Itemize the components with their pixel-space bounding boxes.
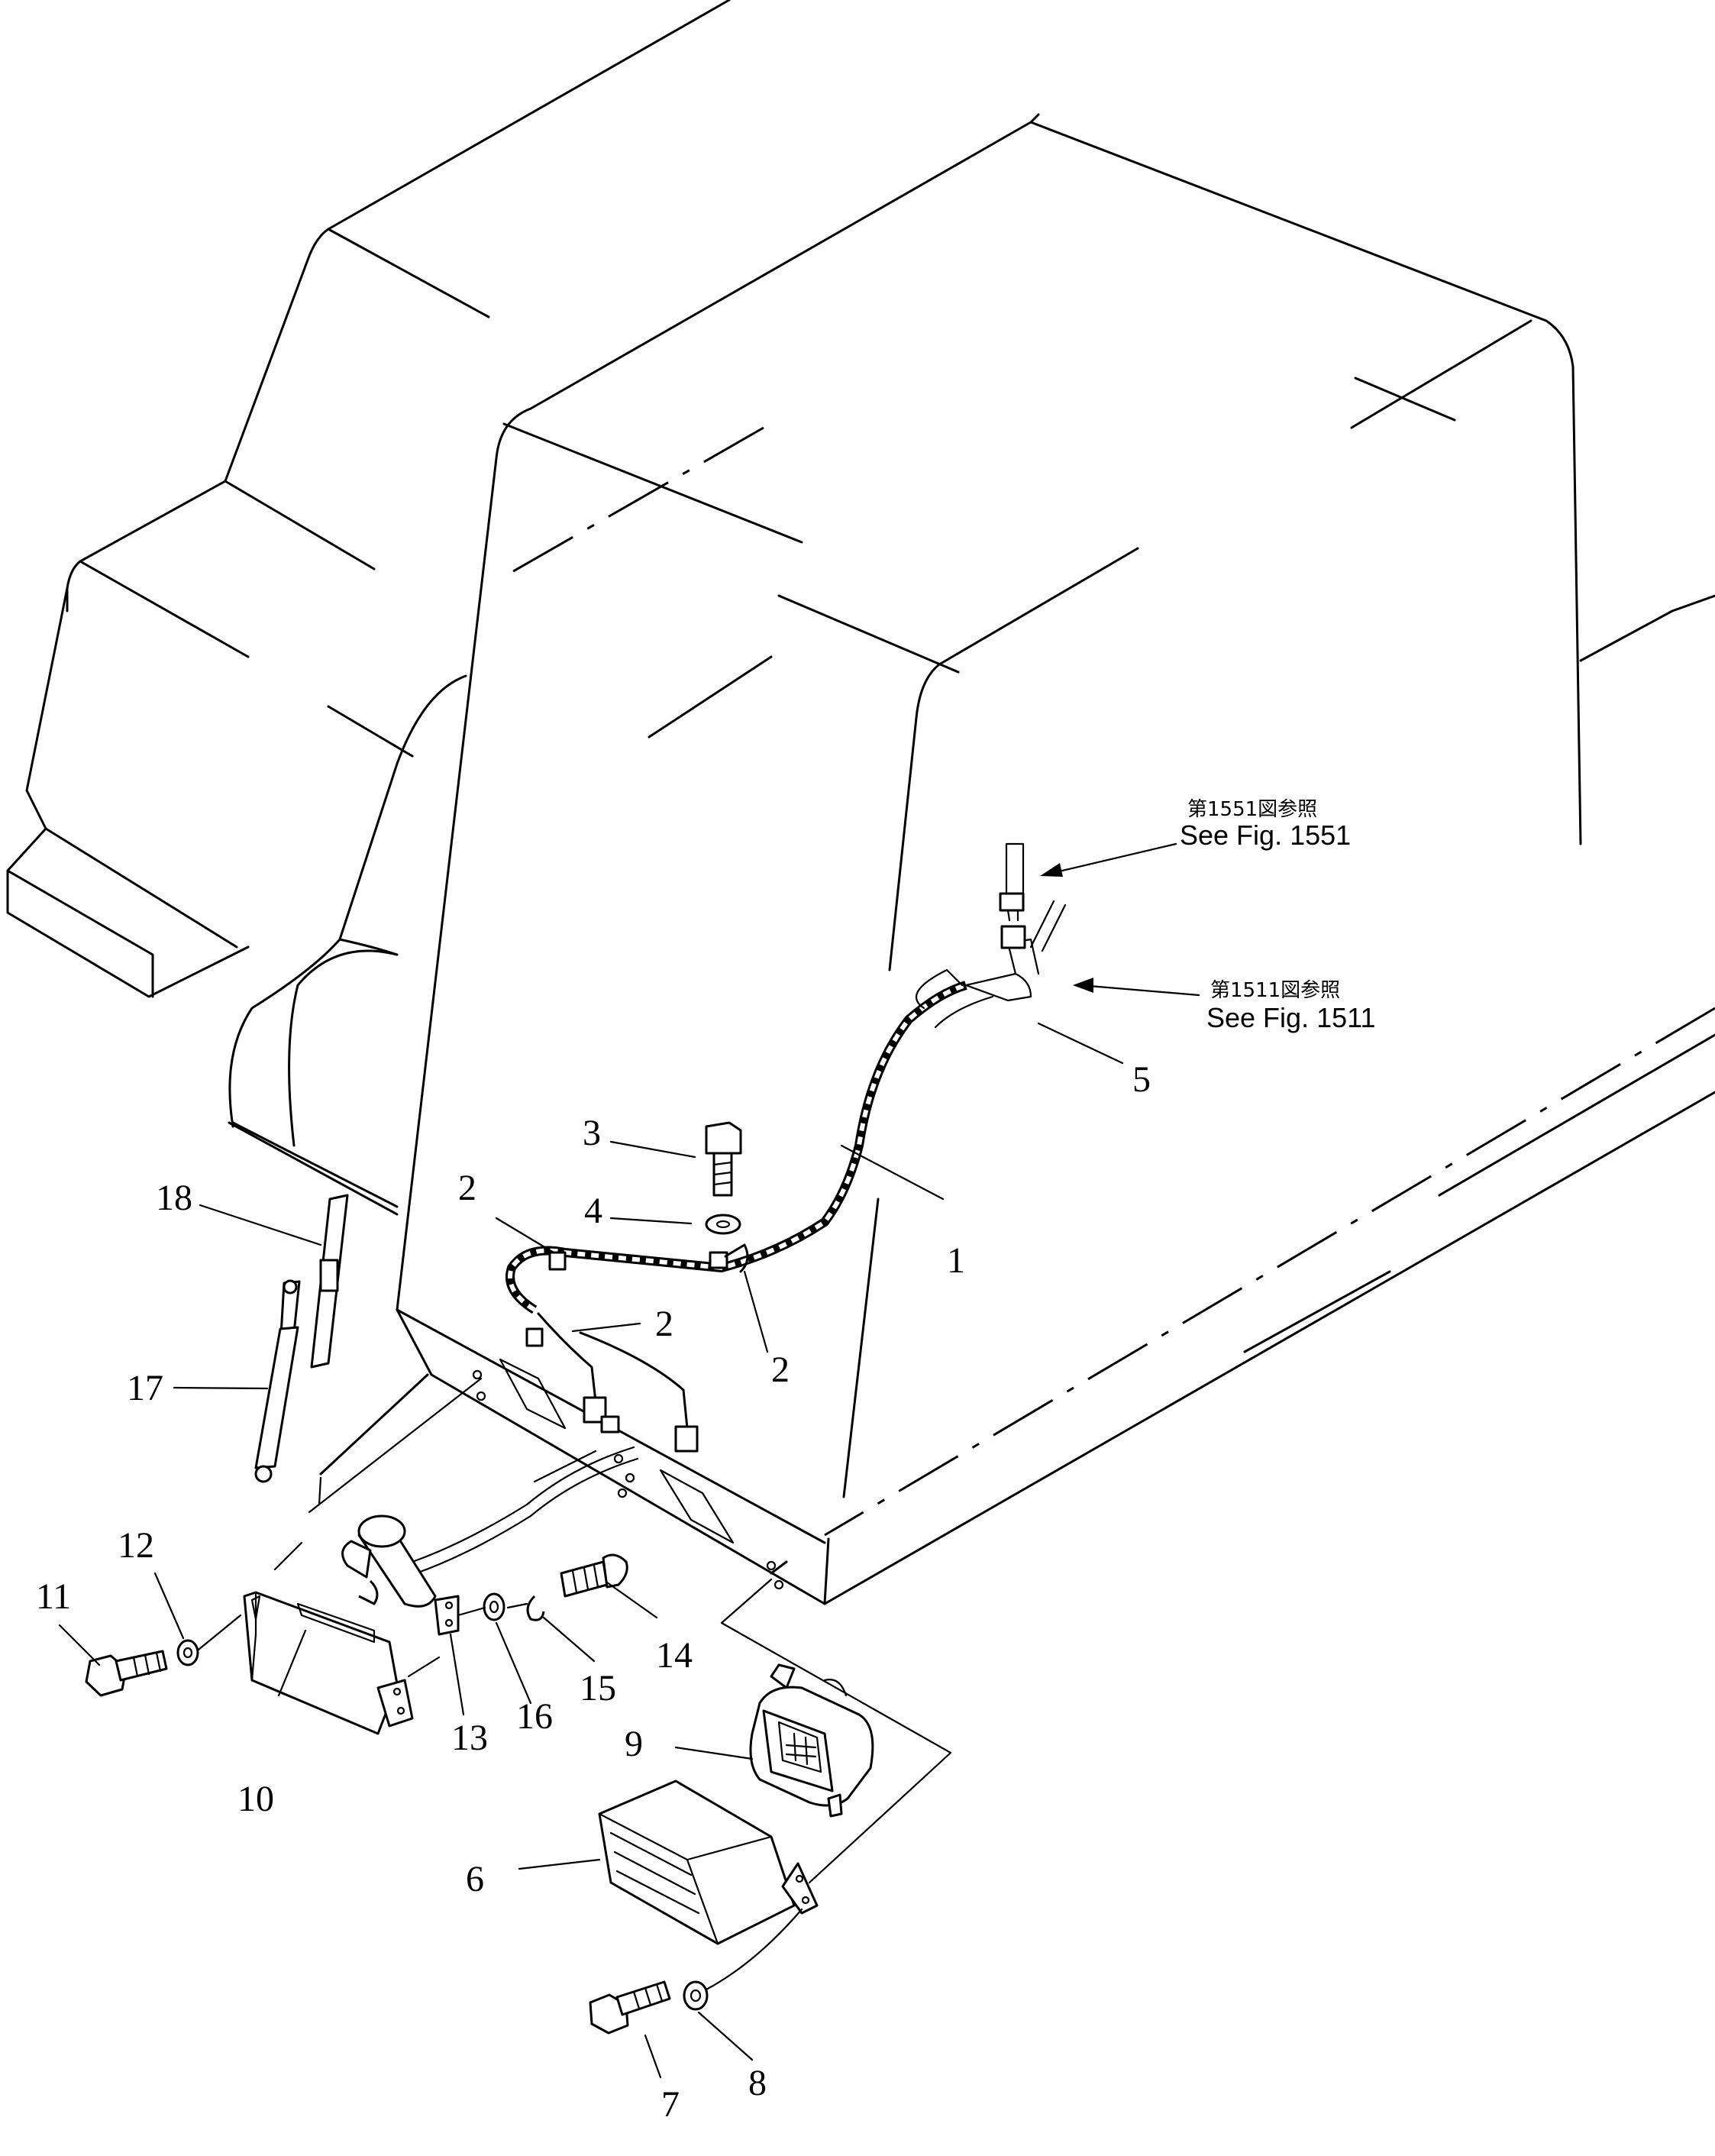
leader-lines bbox=[58, 842, 1200, 2079]
ref-1551-en: See Fig. 1551 bbox=[1180, 819, 1351, 851]
wiper-motor-13 bbox=[341, 1446, 639, 1636]
callout-9: 9 bbox=[625, 1724, 643, 1764]
bracket-10 bbox=[243, 1591, 414, 1735]
callout-15: 15 bbox=[580, 1668, 616, 1708]
bolt-7 bbox=[589, 1980, 671, 2035]
assembly-lines bbox=[197, 1377, 952, 1991]
callout-18: 18 bbox=[156, 1178, 192, 1218]
callout-10: 10 bbox=[237, 1779, 274, 1819]
wiper-arm-17 bbox=[254, 1279, 301, 1483]
callout-14: 14 bbox=[656, 1635, 693, 1676]
ref-1551-jp: 第1551図参照 bbox=[1187, 798, 1317, 821]
washer-4 bbox=[705, 1214, 741, 1235]
callout-4: 4 bbox=[584, 1191, 602, 1231]
callout-8: 8 bbox=[748, 2063, 767, 2103]
bolt-11 bbox=[85, 1650, 168, 1697]
spring-washer-15 bbox=[526, 1595, 545, 1621]
callout-1: 1 bbox=[947, 1240, 965, 1281]
callout-labels: 1 2 2 2 3 4 5 6 7 8 9 10 11 12 13 14 15 … bbox=[36, 1059, 1151, 2125]
washer-8 bbox=[683, 1980, 709, 2011]
callout-5: 5 bbox=[1132, 1059, 1151, 1100]
callout-2: 2 bbox=[458, 1168, 476, 1208]
wiper-blade-18 bbox=[310, 1194, 349, 1369]
washer-16 bbox=[483, 1592, 505, 1621]
callout-2: 2 bbox=[771, 1350, 790, 1390]
callout-7: 7 bbox=[661, 2084, 680, 2125]
callout-13: 13 bbox=[451, 1718, 488, 1758]
wire-harness bbox=[505, 842, 1067, 1453]
work-lamp-9 bbox=[749, 1663, 874, 1818]
callout-6: 6 bbox=[466, 1859, 484, 1899]
washer-12 bbox=[176, 1639, 199, 1666]
callout-11: 11 bbox=[36, 1576, 71, 1617]
callout-2: 2 bbox=[655, 1304, 673, 1344]
figure-references: 第1551図参照 See Fig. 1551 第1511図参照 See Fig.… bbox=[1180, 798, 1375, 1033]
ref-1511-jp: 第1511図参照 bbox=[1210, 979, 1340, 1002]
callout-3: 3 bbox=[583, 1113, 601, 1153]
lamp-guard-6 bbox=[598, 1779, 819, 1945]
callout-12: 12 bbox=[118, 1525, 154, 1566]
bolt-14 bbox=[560, 1553, 628, 1598]
callout-16: 16 bbox=[516, 1696, 553, 1737]
ref-1511-en: See Fig. 1511 bbox=[1206, 1002, 1375, 1033]
machine-body-outline bbox=[6, 0, 1715, 1605]
callout-17: 17 bbox=[127, 1368, 163, 1408]
bolt-3 bbox=[705, 1121, 742, 1197]
